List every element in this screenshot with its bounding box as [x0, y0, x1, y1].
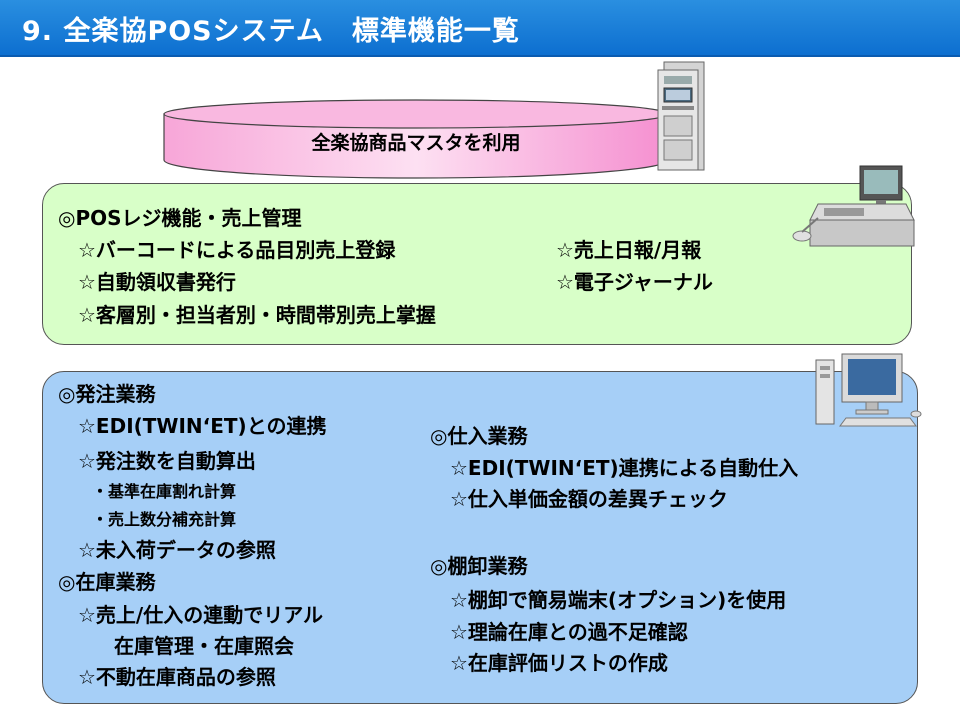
order-item: ☆発注数を自動算出	[78, 449, 256, 473]
order-sub-item: ・基準在庫割れ計算	[92, 482, 237, 501]
pos-item: ☆電子ジャーナル	[556, 270, 713, 294]
master-banner: 全楽協商品マスタを利用	[311, 132, 521, 154]
purchase-item: ☆仕入単価金額の差異チェック	[450, 487, 728, 511]
page-title: 9. 全楽協POSシステム 標準機能一覧	[22, 16, 520, 47]
inventory-item: ☆理論在庫との過不足確認	[450, 620, 688, 644]
pos-item: ☆自動領収書発行	[78, 270, 236, 294]
stock-item: ☆不動在庫商品の参照	[78, 665, 276, 689]
pos-item: ☆客層別・担当者別・時間帯別売上掌握	[78, 303, 436, 327]
order-heading: ◎発注業務	[58, 382, 156, 406]
title-bar: 9. 全楽協POSシステム 標準機能一覧	[0, 0, 960, 57]
purchase-heading: ◎仕入業務	[430, 424, 528, 448]
server-icon	[657, 61, 705, 171]
pos-register-icon	[792, 165, 915, 247]
inventory-item: ☆棚卸で簡易端末(オプション)を使用	[450, 588, 787, 612]
pos-item: ☆バーコードによる品目別売上登録	[78, 238, 396, 262]
stock-heading: ◎在庫業務	[58, 570, 156, 594]
inventory-item: ☆在庫評価リストの作成	[450, 651, 668, 675]
stock-item: 在庫管理・在庫照会	[114, 634, 294, 658]
pos-item: ☆売上日報/月報	[556, 238, 702, 262]
master-cylinder	[163, 99, 669, 179]
desktop-pc-icon	[815, 353, 922, 427]
order-sub-item: ・売上数分補充計算	[92, 510, 237, 529]
operations-panel	[42, 371, 918, 704]
order-item: ☆EDI(TWIN‘ET)との連携	[78, 414, 327, 438]
pos-heading: ◎POSレジ機能・売上管理	[58, 206, 302, 230]
inventory-heading: ◎棚卸業務	[430, 554, 528, 578]
order-item: ☆未入荷データの参照	[78, 538, 276, 562]
purchase-item: ☆EDI(TWIN‘ET)連携による自動仕入	[450, 456, 799, 480]
pos-panel	[42, 183, 912, 345]
stock-item: ☆売上/仕入の連動でリアル	[78, 603, 324, 627]
